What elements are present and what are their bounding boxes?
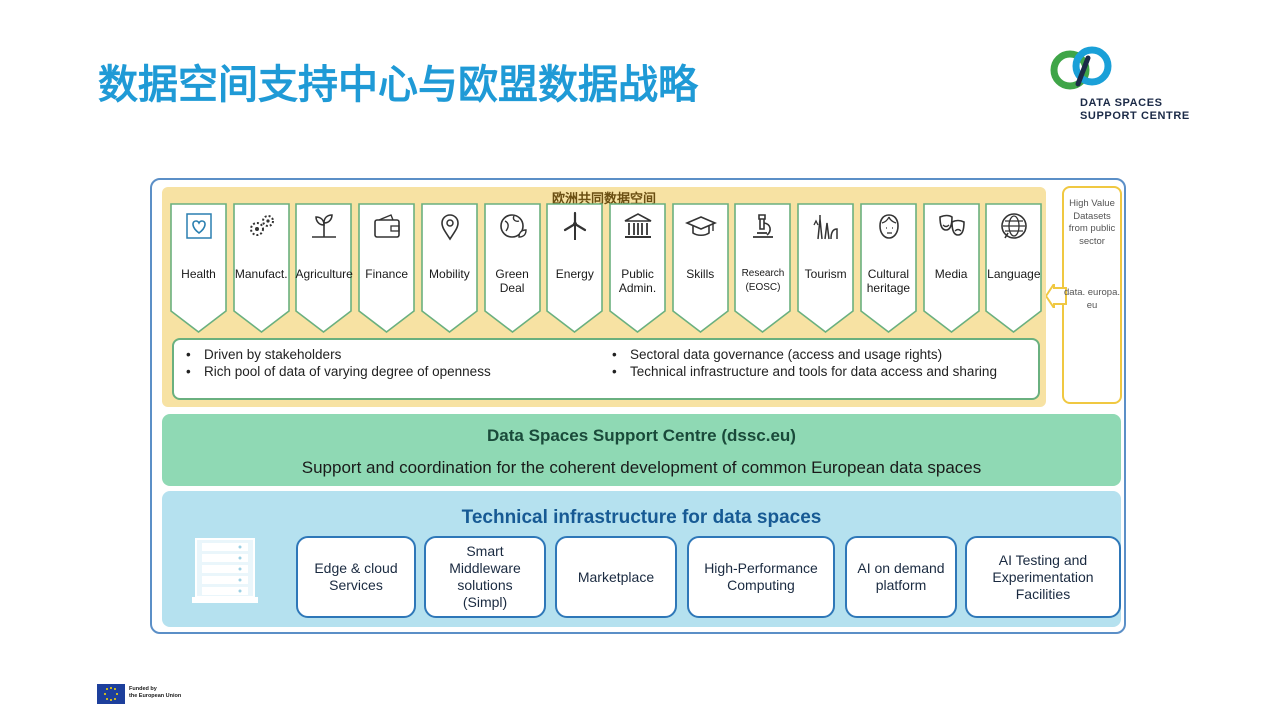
domain-skills: Skills — [671, 203, 729, 333]
domain-label: Finance — [365, 267, 408, 281]
domain-finance: Finance — [358, 203, 415, 333]
chevron-card-shape — [170, 203, 227, 333]
chevron-card-shape — [295, 203, 353, 333]
domain-label: Agriculture — [295, 267, 353, 281]
chevron-card-shape — [860, 203, 917, 333]
dssc-logo-text: DATA SPACES SUPPORT CENTRE — [1080, 97, 1190, 122]
chevron-card-shape — [609, 203, 666, 333]
domain-label: Language — [987, 267, 1041, 281]
bullet-item: Sectoral data governance (access and usa… — [606, 346, 997, 363]
domain-label: Energy — [555, 267, 594, 281]
portrait-icon — [879, 214, 899, 239]
bullet-item: Driven by stakeholders — [180, 346, 491, 363]
domain-label: Skills — [686, 267, 715, 281]
domain-label: Research(EOSC) — [741, 268, 785, 293]
domain-health: Health — [170, 203, 227, 333]
chevron-card-shape — [797, 203, 854, 333]
dssc-panel: Data Spaces Support Centre (dssc.eu) Sup… — [162, 414, 1121, 486]
speech-globe-icon — [1001, 213, 1028, 239]
theater-masks-icon — [938, 214, 965, 236]
globe-leaf-icon — [499, 214, 527, 238]
dssc-logo: DATA SPACES SUPPORT CENTRE — [1048, 44, 1208, 130]
domain-list: Health Manufact. Agriculture Finance Mobilit… — [170, 203, 1043, 335]
bullet-item: Technical infrastructure and tools for d… — [606, 363, 997, 380]
high-value-datasets-box: High Value Datasets from public sector d… — [1046, 186, 1122, 404]
characteristics-box: Driven by stakeholdersRich pool of data … — [172, 338, 1040, 400]
infra-heading: Technical infrastructure for data spaces — [461, 507, 822, 528]
domain-research-eosc: Research(EOSC) — [734, 203, 792, 333]
chevron-card-shape — [922, 203, 980, 333]
plant-icon — [312, 214, 337, 238]
wallet-icon — [374, 214, 400, 238]
chevron-card-shape — [734, 203, 792, 333]
server-rack-icon — [192, 538, 258, 603]
left-arrow-icon — [1046, 284, 1067, 308]
government-building-icon — [624, 213, 652, 238]
domain-label: Media — [934, 267, 968, 281]
chevron-card-shape — [358, 203, 415, 333]
domain-media: Media — [922, 203, 980, 333]
domain-label: Tourism — [804, 267, 847, 281]
location-pin-icon — [441, 214, 459, 241]
domain-label: Health — [181, 267, 216, 281]
chevron-card-shape — [671, 203, 729, 333]
chevron-card-shape — [985, 203, 1043, 333]
domain-language: Language — [985, 203, 1043, 333]
eu-flag-icon — [97, 684, 125, 704]
dssc-subtitle: Support and coordination for the coheren… — [301, 458, 982, 477]
graduation-cap-icon — [684, 216, 717, 237]
microscope-icon — [753, 214, 774, 238]
domain-agriculture: Agriculture — [295, 203, 353, 333]
dssc-logo-icon — [1050, 46, 1112, 90]
health-icon — [186, 213, 212, 239]
page-title: 数据空间支持中心与欧盟数据战略 — [98, 62, 698, 108]
domain-energy: Energy — [546, 203, 604, 333]
gears-icon — [249, 215, 274, 236]
domain-mobility: Mobility — [421, 203, 478, 333]
high-value-datasets-text: High Value Datasets from public sector — [1068, 198, 1116, 247]
wind-turbine-icon — [564, 211, 587, 240]
landmarks-icon — [813, 215, 838, 240]
funded-by-eu-text: Funded by the European Union — [129, 686, 182, 699]
chevron-card-shape — [546, 203, 604, 333]
domain-label: Mobility — [429, 267, 470, 281]
domain-manufact: Manufact. — [232, 203, 290, 333]
chevron-card-shape — [483, 203, 541, 333]
data-europa-link[interactable]: data. europa. eu — [1064, 287, 1120, 311]
domain-label: Manufact. — [234, 267, 288, 281]
chevron-card-shape — [421, 203, 478, 333]
infra-item: Marketplace — [555, 536, 677, 618]
domain-tourism: Tourism — [797, 203, 854, 333]
bullet-item: Rich pool of data of varying degree of o… — [180, 363, 491, 380]
dssc-heading: Data Spaces Support Centre (dssc.eu) — [487, 426, 796, 445]
chevron-card-shape — [232, 203, 290, 333]
